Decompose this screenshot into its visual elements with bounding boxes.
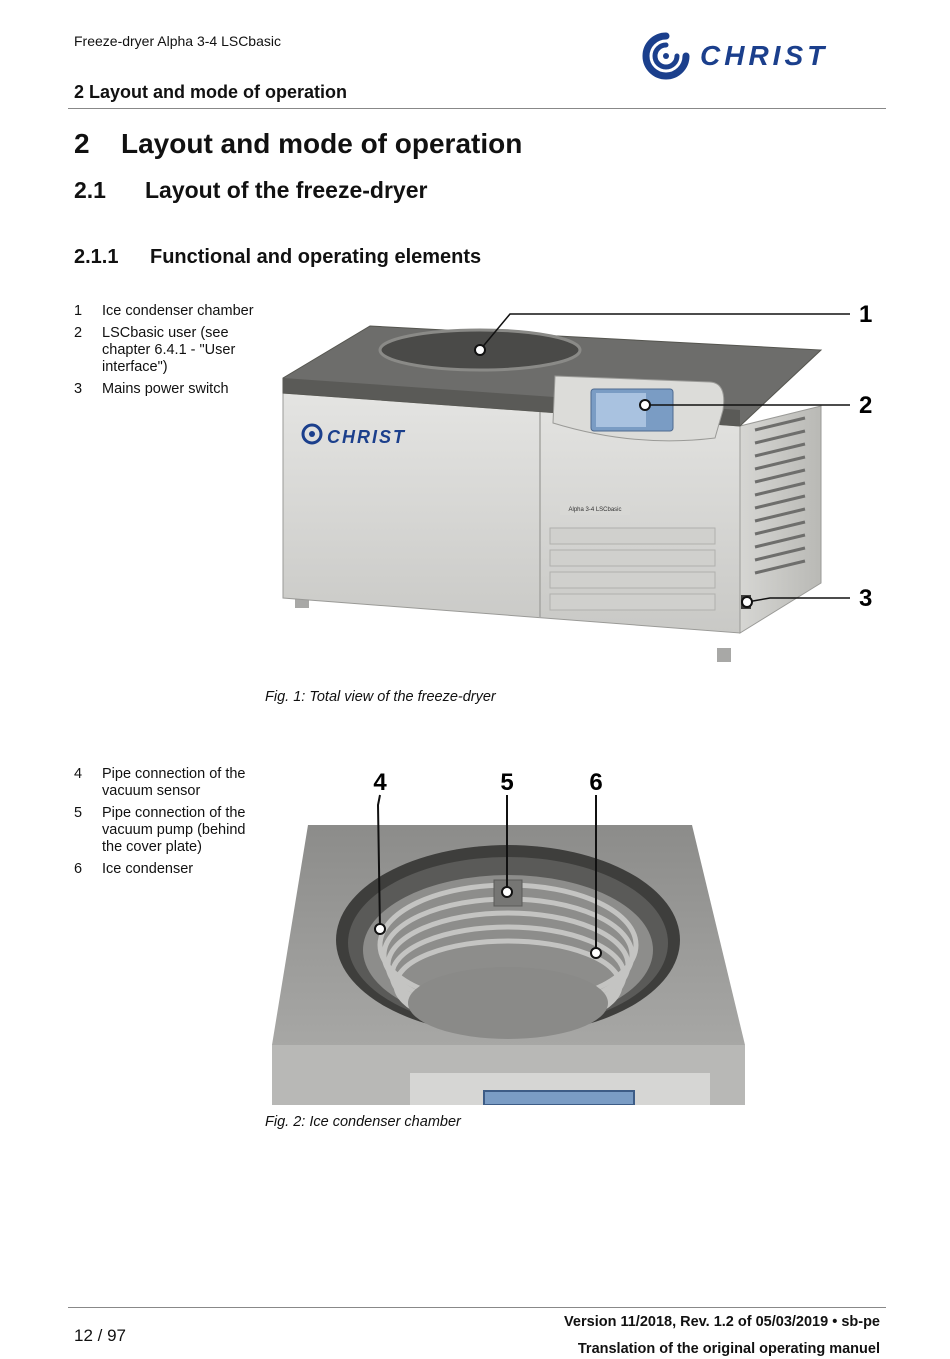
legend-item: 5 Pipe connection of the vacuum pump (be… xyxy=(74,805,259,856)
ice-condenser-chamber-illustration: 4 5 6 xyxy=(272,769,745,1105)
legend-text: Pipe connection of the vacuum sensor xyxy=(102,766,246,799)
header-divider xyxy=(68,108,886,109)
legend-number: 4 xyxy=(74,766,83,782)
foot xyxy=(717,648,731,662)
figure2-legend: 4 Pipe connection of the vacuum sensor 5… xyxy=(74,766,259,883)
front-louvres xyxy=(549,527,716,611)
figure1-legend: 1 Ice condenser chamber 2 LSCbasic user … xyxy=(74,303,259,403)
device-logo-wordmark: CHRIST xyxy=(327,427,406,447)
heading-3-title: Functional and operating elements xyxy=(150,246,482,268)
legend-item: 4 Pipe connection of the vacuum sensor xyxy=(74,766,259,800)
side-vents xyxy=(754,416,806,575)
christ-logo-mark-icon xyxy=(642,32,690,80)
callout-dots xyxy=(474,344,753,608)
figure1-caption: Fig. 1: Total view of the freeze-dryer xyxy=(265,689,496,705)
legend-text: LSCbasic user (see chapter 6.4.1 - "User… xyxy=(102,325,236,375)
running-title: Freeze-dryer Alpha 3-4 LSCbasic xyxy=(74,33,281,49)
footer-divider xyxy=(68,1307,886,1308)
heading-1-title: Layout and mode of operation xyxy=(121,128,523,159)
legend-text: Mains power switch xyxy=(102,381,229,397)
model-label-plate xyxy=(560,501,630,515)
legend-item: 6 Ice condenser xyxy=(74,861,259,878)
legend-item: 2 LSCbasic user (see chapter 6.4.1 - "Us… xyxy=(74,325,259,376)
device-logo: CHRIST xyxy=(301,423,406,447)
christ-logo: CHRIST xyxy=(642,32,828,80)
chamber-floor xyxy=(408,967,608,1039)
device-logo-mark-icon xyxy=(301,423,323,445)
display-edge xyxy=(483,1090,635,1105)
display-inner xyxy=(596,393,646,427)
callout-lines xyxy=(479,313,850,603)
heading-3-number: 2.1.1 xyxy=(74,246,119,268)
page-number: 12 / 97 xyxy=(74,1326,126,1345)
device-model-label: Alpha 3-4 LSCbasic xyxy=(568,507,621,513)
callout-number-3: 3 xyxy=(859,585,872,612)
callout-lines xyxy=(376,794,597,953)
legend-text: Pipe connection of the vacuum pump (behi… xyxy=(102,805,246,855)
callout-dots xyxy=(374,886,602,959)
legend-item: 3 Mains power switch xyxy=(74,381,259,398)
legend-number: 2 xyxy=(74,325,83,341)
legend-item: 1 Ice condenser chamber xyxy=(74,303,259,320)
legend-text: Ice condenser xyxy=(102,861,194,877)
legend-number: 3 xyxy=(74,381,83,397)
freeze-dryer-illustration: Alpha 3-4 LSCbasic CHRIST 1 2 3 xyxy=(282,301,872,662)
heading-2-number: 2.1 xyxy=(74,177,106,203)
callout-number-5: 5 xyxy=(500,769,513,796)
figure2-caption: Fig. 2: Ice condenser chamber xyxy=(265,1114,461,1130)
callout-number-4: 4 xyxy=(373,769,387,796)
legend-text: Ice condenser chamber xyxy=(102,303,254,319)
callout-number-1: 1 xyxy=(859,301,872,328)
callout-number-2: 2 xyxy=(859,392,872,419)
heading-1-number: 2 xyxy=(74,128,90,159)
footer-translation-note: Translation of the original operating ma… xyxy=(577,1341,880,1357)
legend-number: 6 xyxy=(74,861,83,877)
christ-logo-wordmark: CHRIST xyxy=(700,40,828,71)
callout-number-6: 6 xyxy=(589,769,602,796)
legend-number: 1 xyxy=(74,303,83,319)
footer-version: Version 11/2018, Rev. 1.2 of 05/03/2019 … xyxy=(564,1314,880,1330)
running-section-title: 2 Layout and mode of operation xyxy=(74,82,348,102)
heading-2-title: Layout of the freeze-dryer xyxy=(145,177,428,203)
legend-number: 5 xyxy=(74,805,83,821)
